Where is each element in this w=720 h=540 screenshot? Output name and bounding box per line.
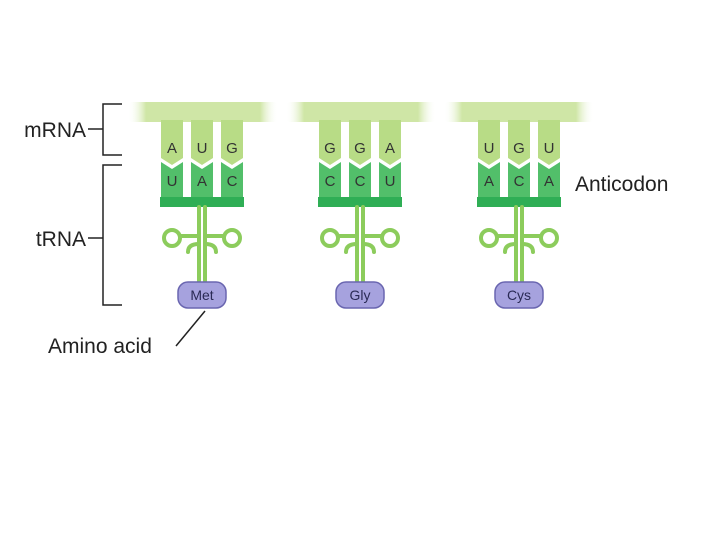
- codon-column: [478, 120, 500, 165]
- mrna-strand: [128, 102, 594, 122]
- codon-column: [221, 120, 243, 165]
- trna-cloverleaf: [479, 205, 559, 284]
- trna-cloverleaf: [162, 205, 242, 284]
- anticodon-column: [221, 162, 243, 198]
- codon-column: [349, 120, 371, 165]
- anticodon-column: [349, 162, 371, 198]
- anticodon-base: A: [484, 173, 494, 190]
- codon-base: G: [513, 140, 525, 157]
- trna-cloverleaf: [320, 205, 400, 284]
- codon-column: [508, 120, 530, 165]
- anticodon-column: [379, 162, 401, 198]
- anticodon-column: [538, 162, 560, 198]
- trna-bar: [477, 197, 561, 207]
- mrna-label: mRNA: [24, 119, 86, 142]
- anticodon-base: A: [544, 173, 554, 190]
- amino-acid: [494, 281, 544, 309]
- anticodon-base: U: [385, 173, 396, 190]
- mrna-segment: [286, 102, 436, 122]
- anticodon-column: [508, 162, 530, 198]
- codon-column: [161, 120, 183, 165]
- trna-bracket: [102, 164, 122, 306]
- brackets: [88, 103, 206, 347]
- amino-acid-name: Met: [190, 287, 213, 303]
- anticodon-column: [478, 162, 500, 198]
- codon-base: A: [167, 140, 177, 157]
- anticodon-base: U: [167, 173, 178, 190]
- amino-acid-label: Amino acid: [48, 335, 152, 358]
- anticodon-label: Anticodon: [575, 173, 668, 196]
- amino-acid-name: Cys: [507, 287, 531, 303]
- trna-label: tRNA: [36, 228, 86, 251]
- anticodon-base: C: [514, 173, 525, 190]
- mrna-bracket: [102, 103, 122, 156]
- trna-bar: [318, 197, 402, 207]
- amino-acid: [177, 281, 227, 309]
- anticodon-base: C: [325, 173, 336, 190]
- codon-base: U: [197, 140, 208, 157]
- codon-base: U: [484, 140, 495, 157]
- amino-acid: [335, 281, 385, 309]
- codon-base: U: [544, 140, 555, 157]
- anticodon-column: [319, 162, 341, 198]
- mrna-segment: [128, 102, 278, 122]
- codon-base: G: [354, 140, 366, 157]
- codon-column: [379, 120, 401, 165]
- anticodon-base: C: [227, 173, 238, 190]
- codon-column: [319, 120, 341, 165]
- anticodon-column: [191, 162, 213, 198]
- codon-column: [538, 120, 560, 165]
- codon-base: G: [226, 140, 238, 157]
- anticodon-base: A: [197, 173, 207, 190]
- codon-base: A: [385, 140, 395, 157]
- codon-base: G: [324, 140, 336, 157]
- amino-acid-name: Gly: [350, 287, 371, 303]
- amino-acid-pointer: [175, 310, 206, 347]
- mrna-segment: [444, 102, 594, 122]
- anticodon-base: C: [355, 173, 366, 190]
- anticodon-column: [161, 162, 183, 198]
- codon-column: [191, 120, 213, 165]
- trna-bar: [160, 197, 244, 207]
